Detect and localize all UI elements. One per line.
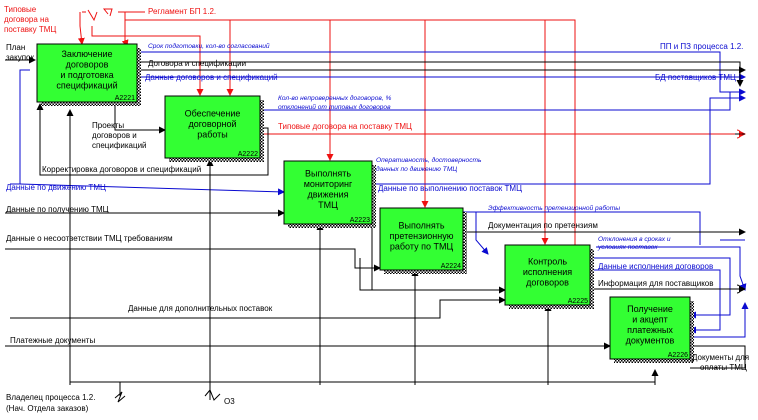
- label-dannye-poluch: Данные по получению ТМЦ: [6, 205, 109, 214]
- label-pp-pz: ПП и ПЗ процесса 1.2.: [660, 42, 743, 51]
- tunnel-markers: [736, 129, 742, 294]
- label-dannye-vypoln: Данные по выполнению поставок ТМЦ: [378, 184, 522, 193]
- label-otklonenia-2: условиях поставок: [597, 244, 658, 251]
- label-korrekt: Корректировка договоров и спецификаций: [42, 165, 201, 174]
- control-arrows-red: [77, 8, 746, 291]
- label-proekty-1: Проекты: [92, 121, 124, 130]
- label-kol-neprov-1: Кол-во непроверенных договоров, %: [278, 94, 391, 102]
- box-text-line: документов: [626, 336, 675, 346]
- label-tipovye-1: Типовые: [4, 5, 37, 14]
- box-text-line: Выполнять: [398, 220, 444, 230]
- box-text-line: договорной: [188, 119, 236, 129]
- label-otklonenia-1: Отклонения в сроках и: [598, 236, 671, 243]
- box-id: A2223: [350, 217, 370, 224]
- box-text-line: Получение: [627, 304, 673, 314]
- box-text-line: и подготовка: [60, 70, 113, 80]
- box-rect: [164, 95, 261, 159]
- box-text-line: работы: [197, 129, 228, 139]
- box-text-line: работу по ТМЦ: [390, 241, 454, 251]
- output-arrows-blue: [10, 51, 749, 338]
- box-text-line: договоров: [526, 277, 569, 287]
- label-dannye-ispoln: Данные исполнения договоров: [598, 262, 713, 271]
- label-dannye-dvizh: Данные по движению ТМЦ: [6, 183, 106, 192]
- label-platezh: Платежные документы: [10, 336, 95, 345]
- label-dannye-dop: Данные для дополнительных поставок: [128, 304, 273, 313]
- label-vladelec-1: Владелец процесса 1.2.: [6, 393, 95, 402]
- label-o3: О3: [224, 397, 235, 406]
- label-plan-2: закупок: [6, 53, 34, 62]
- label-operativnost-2: данных по движению ТМЦ: [376, 165, 457, 173]
- label-dannye-nesoot: Данные о несоответствии ТМЦ требованиям: [6, 234, 173, 243]
- box-id: A2221: [115, 95, 135, 102]
- label-tipovye-2: договора на: [4, 15, 49, 24]
- label-operativnost-1: Оперативность, достоверность: [376, 156, 482, 164]
- label-effekt: Эффективность претензионной работы: [488, 204, 620, 212]
- box-text-line: Обеспечение: [185, 108, 241, 118]
- label-vladelec-2: (Нач. Отдела заказов): [6, 404, 89, 413]
- diagram-labels: Типовые договора на поставку ТМЦ Регламе…: [4, 5, 749, 413]
- box-text-line: договоров: [66, 60, 109, 70]
- box-text-line: платежных: [627, 325, 673, 335]
- label-plan-1: План: [6, 43, 25, 52]
- box-text-line: исполнения: [523, 267, 572, 277]
- box-id: A2226: [668, 352, 688, 359]
- box-text-line: спецификаций: [56, 81, 117, 91]
- box-rect: [283, 160, 373, 225]
- box-rect: [36, 43, 138, 103]
- label-dok-oplaty-2: оплаты ТМЦ: [700, 363, 747, 372]
- label-dannye-dog-spec: Данные договоров и спецификаций: [145, 73, 278, 82]
- box-text-line: Выполнять: [305, 169, 351, 179]
- box-id: A2222: [238, 151, 258, 158]
- label-dogovora-spec: Договора и спецификации: [148, 59, 246, 68]
- box-text-line: мониторинг: [304, 179, 353, 189]
- box-id: A2225: [568, 298, 588, 305]
- label-tipovye-3: поставку ТМЦ: [4, 25, 56, 34]
- label-reglament: Регламент БП 1.2.: [148, 7, 216, 16]
- label-kol-neprov-2: отклонений от типовых договоров: [278, 103, 391, 111]
- label-info-postav: Информация для поставщиков: [598, 279, 714, 288]
- box-text-line: движения: [308, 190, 349, 200]
- box-id: A2224: [441, 263, 461, 270]
- box-text-line: Заключение: [62, 49, 113, 59]
- label-tipovye-mid: Типовые договора на поставку ТМЦ: [278, 122, 412, 131]
- flow-arrows-black: [5, 56, 746, 403]
- label-proekty-3: спецификаций: [92, 141, 147, 150]
- box-rect: [609, 296, 691, 360]
- label-proekty-2: договоров и: [92, 131, 137, 140]
- box-text-line: ТМЦ: [318, 200, 338, 210]
- box-rect: [504, 244, 591, 306]
- box-text-line: Контроль: [528, 256, 567, 266]
- box-rect: [379, 207, 464, 271]
- box-text-line: претензионную: [390, 231, 454, 241]
- label-sroki: Срок подготовки, кол-во согласований: [148, 42, 270, 50]
- label-dok-oplaty-1: Документы для: [692, 353, 749, 362]
- box-text-line: и акцепт: [632, 315, 668, 325]
- label-dokum-pretenz: Документация по претензиям: [488, 221, 598, 230]
- label-bd-postav: БД поставщиков ТМЦ: [655, 73, 736, 82]
